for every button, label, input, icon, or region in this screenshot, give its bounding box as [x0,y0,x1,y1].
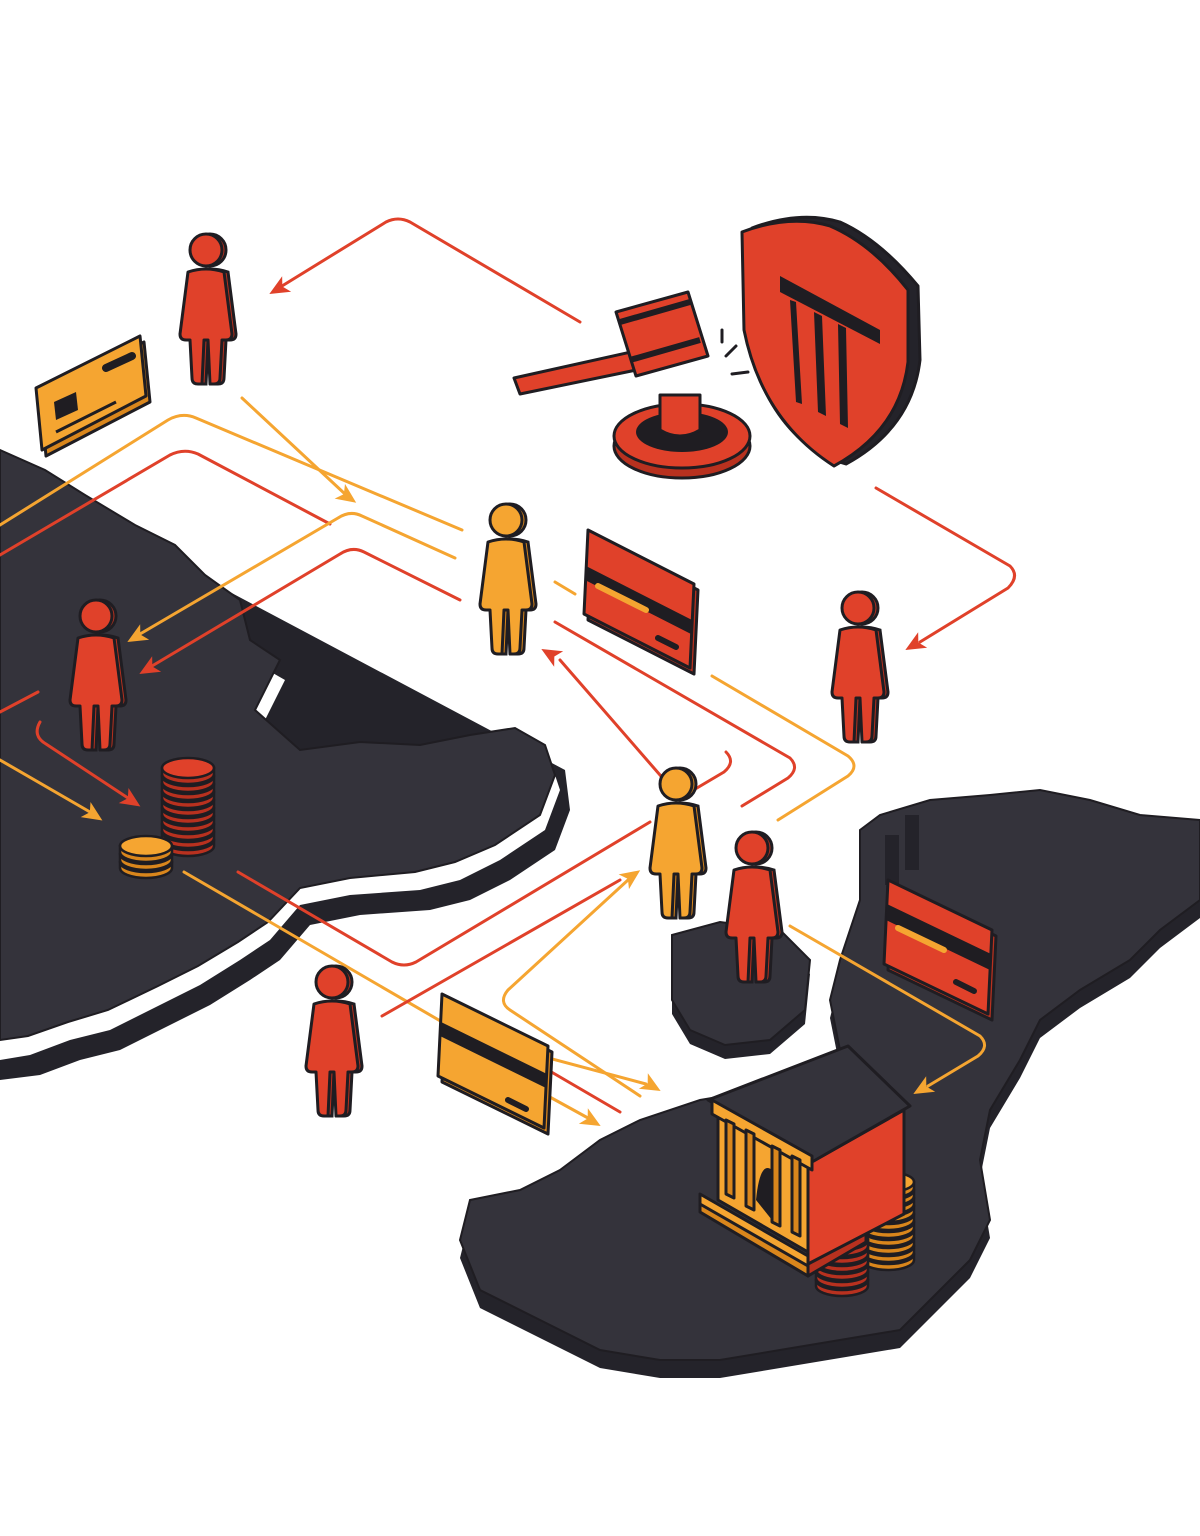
left-continent-top [0,448,557,1042]
flow-lines [0,217,1016,1134]
person-icon [304,964,364,1118]
flow-card-orange-loop [710,674,856,822]
flow-coins-orange-down [182,870,482,1046]
right-continent-posts [885,835,899,885]
flow-bottom-red-to-middle [380,878,622,1018]
coin-stack-icon [118,834,174,880]
arrow-head-icon [900,632,928,658]
arrow-head-icon [264,276,292,302]
person-icon [178,232,238,386]
island-small [671,920,812,1059]
flow-shield-to-person [874,486,1016,644]
arrow-head-icon [536,641,564,667]
person-icon [648,766,708,920]
flow-left-red-out [0,690,40,714]
coin-stack-icon [160,756,216,858]
person-icon [478,502,538,656]
bank-building-icon [698,1044,912,1278]
person-icon [830,590,890,744]
flow-card-red-loop [553,620,796,808]
flow-center-orange-right [553,580,577,596]
flow-orange-loop-to-middle [502,878,642,1098]
flow-orange-mid [138,511,457,636]
arrow-head-icon [578,1108,606,1134]
credit-card-icon [34,334,152,458]
flow-orange-upper [0,413,464,532]
flow-coins-red-to-middle [236,820,652,967]
flow-person-to-center [240,396,347,496]
shield-pillar-icon [740,215,922,468]
flow-red-back-center [558,658,732,800]
arrow-head-icon [638,1073,666,1099]
flow-card-bottom-orange-out [546,1094,590,1120]
gavel-icon [512,290,752,480]
left-continent [0,448,570,1080]
flow-red-mid [150,547,462,668]
flow-card-bottom-red-out [546,1068,622,1114]
credit-card-icon [882,878,998,1022]
flow-gavel-to-person [280,217,582,324]
flow-red-upper [0,449,332,557]
flow-left-orange-to-coins [0,758,92,814]
credit-card-icon [582,528,700,676]
credit-card-icon [436,992,554,1136]
flow-left-red-to-coins [35,720,130,800]
flow-right-person-to-bank [788,924,986,1088]
